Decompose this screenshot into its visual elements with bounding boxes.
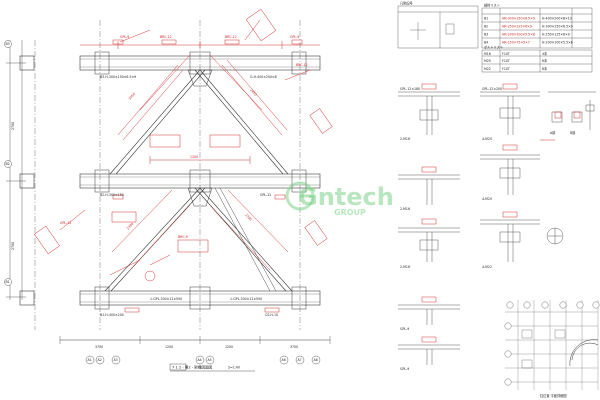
plan-title: 柱位置 平面詳細図 [540, 393, 567, 398]
svg-text:M16: M16 [484, 52, 491, 56]
plan-grid-bubbles [504, 301, 600, 386]
svg-text:8本: 8本 [542, 66, 548, 71]
svg-text:A5: A5 [208, 358, 212, 362]
svg-text:6本: 6本 [542, 58, 548, 63]
svg-text:2-M16: 2-M16 [400, 207, 410, 211]
svg-text:F10T: F10T [502, 52, 510, 56]
main-scale: S=1:40 [228, 366, 240, 370]
axis-label-b3: B3 [6, 42, 10, 46]
svg-text:HR-250×125×6×9: HR-250×125×6×9 [502, 25, 532, 29]
svg-text:GPL-12×200: GPL-12×200 [482, 87, 502, 91]
plan-grid [505, 300, 599, 390]
main-elevation [6, 20, 331, 344]
watermark-sub: GROUP [334, 208, 366, 217]
member-table-rows: B1 HR-300×150×6.5×9 H-400×200×8×13 B2 HR… [484, 17, 573, 45]
svg-text:3700: 3700 [95, 345, 103, 349]
svg-text:B2-H-300×150: B2-H-300×150 [100, 193, 124, 197]
svg-text:M20: M20 [484, 59, 491, 63]
svg-text:CS-H-1S: CS-H-1S [265, 313, 278, 317]
svg-text:4-M20: 4-M20 [482, 137, 492, 141]
svg-text:BRC-12: BRC-12 [296, 63, 308, 67]
watermark-brand: Gntech [298, 183, 394, 211]
svg-text:1200: 1200 [190, 155, 198, 159]
svg-text:A1: A1 [88, 358, 92, 362]
svg-text:3700: 3700 [290, 345, 298, 349]
svg-text:M22: M22 [484, 67, 491, 71]
member-table [481, 7, 593, 49]
svg-text:GPL-9: GPL-9 [290, 35, 299, 39]
svg-text:2700: 2700 [11, 122, 15, 130]
svg-text:H-250×125×6×9: H-250×125×6×9 [542, 33, 570, 37]
svg-text:2390: 2390 [244, 213, 252, 222]
svg-text:GPL-9: GPL-9 [400, 367, 409, 371]
svg-text:F10T: F10T [502, 67, 510, 71]
main-title: 7 1 2 - 第2 - 架構図面図 [172, 365, 213, 370]
svg-text:1-GPL-300×12×500: 1-GPL-300×12×500 [230, 297, 262, 301]
svg-text:2700: 2700 [11, 242, 15, 250]
legend-block [397, 5, 479, 49]
svg-text:GPL-9: GPL-9 [400, 327, 409, 331]
axis-bubbles-left [4, 40, 12, 286]
svg-text:2-M16: 2-M16 [400, 137, 410, 141]
svg-text:4-M20: 4-M20 [482, 197, 492, 201]
svg-text:G-H-400×200×8: G-H-400×200×8 [250, 75, 277, 79]
svg-text:A3: A3 [114, 358, 118, 362]
detail-sections [398, 91, 596, 365]
svg-text:A4: A4 [198, 358, 202, 362]
svg-text:GPL-12×180: GPL-12×180 [400, 87, 420, 91]
svg-text:BRC-9: BRC-9 [178, 235, 188, 239]
title-box [169, 363, 187, 371]
svg-text:2-M16: 2-M16 [400, 265, 410, 269]
svg-text:A6: A6 [282, 358, 286, 362]
svg-text:A8: A8 [314, 358, 318, 362]
svg-text:GPL-12: GPL-12 [260, 193, 271, 197]
svg-text:2450: 2450 [128, 92, 136, 101]
svg-text:B部: B部 [570, 130, 576, 135]
svg-text:HR-150×75×5×7: HR-150×75×5×7 [502, 41, 530, 45]
svg-text:2390: 2390 [126, 222, 134, 231]
svg-text:A部: A部 [550, 130, 556, 135]
detail-labels: GPL-12×180 GPL-12×200 2-M16 4-M20 2-M16 … [400, 87, 576, 371]
axis-label-b1: B1 [6, 280, 10, 284]
svg-text:4-M22: 4-M22 [482, 265, 492, 269]
svg-text:2450: 2450 [249, 88, 257, 97]
svg-text:GPL-9: GPL-9 [120, 35, 129, 39]
svg-text:H-300×150×6.5×9: H-300×150×6.5×9 [542, 25, 573, 29]
svg-text:HR-200×100×5.5×8: HR-200×100×5.5×8 [502, 33, 535, 37]
svg-text:A2: A2 [98, 358, 102, 362]
svg-text:BRC-12: BRC-12 [225, 35, 237, 39]
bolt-table [481, 49, 593, 73]
svg-text:GPL-12: GPL-12 [60, 221, 71, 225]
detail-red-marks [421, 83, 581, 343]
svg-text:BRC-12: BRC-12 [160, 35, 172, 39]
beam-labels: B3-H-300×150×6.5×9 G-H-400×200×8 B2-H-30… [11, 75, 298, 349]
axis-bubble-text-bottom: A1 A2 A3 A4 A5 A6 A7 A8 [88, 358, 318, 362]
svg-text:1200: 1200 [225, 345, 233, 349]
member-table-title: 部材リスト [484, 3, 500, 8]
bolt-table-rows: M16 F10T 4本 M20 F10T 6本 M22 F10T 8本 [484, 51, 548, 71]
svg-text:B2: B2 [484, 25, 488, 29]
svg-text:B4: B4 [484, 41, 488, 45]
svg-text:4本: 4本 [542, 51, 548, 56]
svg-text:HR-300×150×6.5×9: HR-300×150×6.5×9 [502, 17, 535, 21]
svg-text:1200: 1200 [165, 345, 173, 349]
svg-text:B3-H-300×150×6.5×9: B3-H-300×150×6.5×9 [100, 75, 136, 79]
svg-text:B1: B1 [484, 17, 488, 21]
svg-text:A7: A7 [298, 358, 302, 362]
svg-text:B1-H-400×200: B1-H-400×200 [100, 313, 124, 317]
svg-text:H-200×100×5.5×8: H-200×100×5.5×8 [542, 41, 573, 45]
red-annotations: GPL-9 BRC-12 BRC-12 GPL-9 2450 2450 2390… [60, 35, 308, 239]
svg-text:H-400×200×8×13: H-400×200×8×13 [542, 17, 572, 21]
axis-bubbles-bottom [85, 355, 321, 365]
watermark-logo [285, 181, 315, 211]
red-dimension-lines [34, 8, 333, 313]
svg-text:1-GPL-300×12×500: 1-GPL-300×12×500 [150, 297, 182, 301]
svg-text:F10T: F10T [502, 59, 510, 63]
legend-title: 凡例記号 [400, 1, 413, 6]
bolt-table-title: ボルトリスト [484, 45, 503, 50]
svg-text:B3: B3 [484, 33, 488, 37]
axis-label-b2: B2 [6, 162, 10, 166]
